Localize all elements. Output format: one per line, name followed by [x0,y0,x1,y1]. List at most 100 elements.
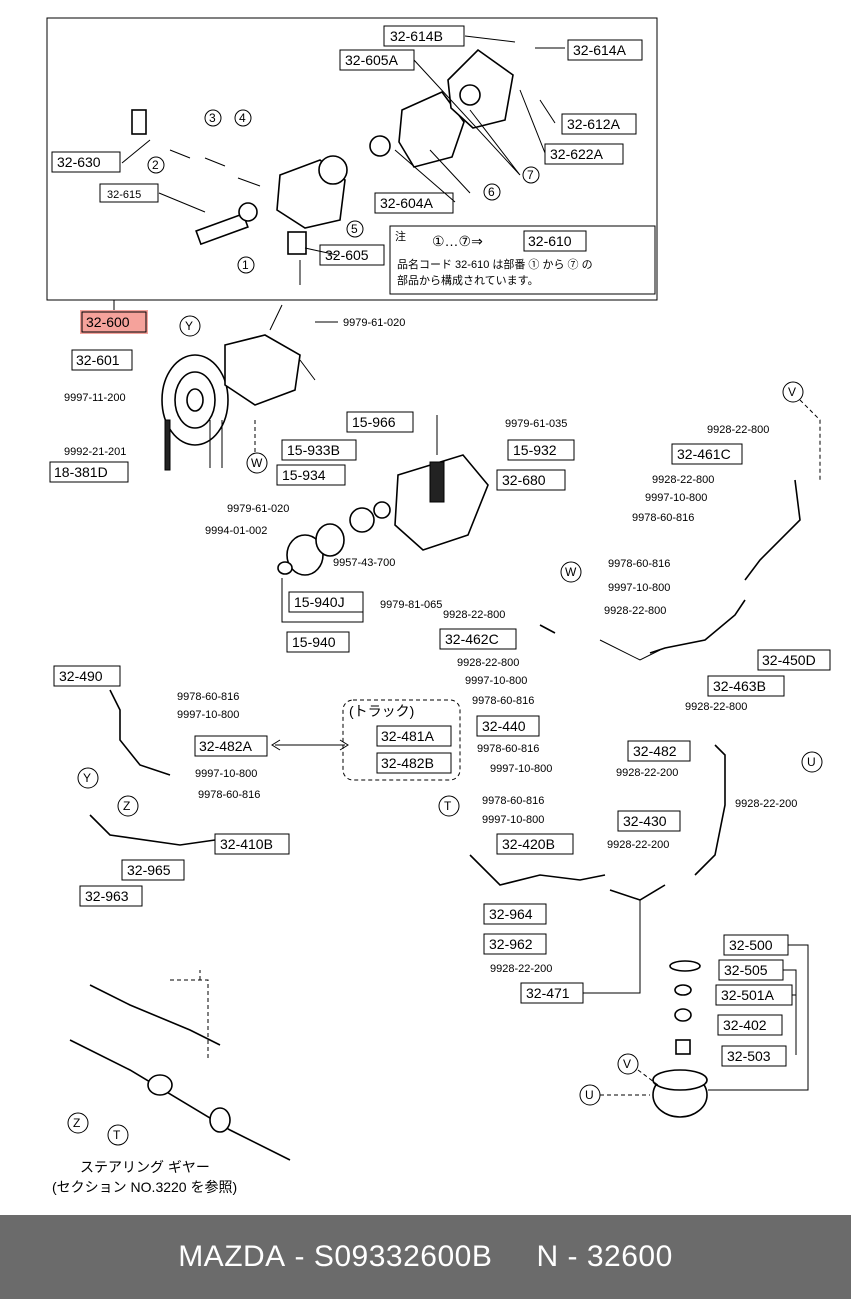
gear-label-1: ステアリング ギヤー [80,1159,210,1175]
footer-brand: MAZDA [178,1240,286,1273]
svg-text:15-940J: 15-940J [294,594,345,610]
svg-text:9997-10-800: 9997-10-800 [465,675,527,687]
svg-text:Z: Z [123,799,130,813]
svg-text:9928-22-800: 9928-22-800 [457,657,519,669]
svg-text:9979-81-065: 9979-81-065 [380,599,442,611]
svg-text:32-462C: 32-462C [445,631,499,647]
svg-text:9992-21-201: 9992-21-201 [64,446,126,458]
note-range: ①…⑦⇒ [432,233,483,249]
svg-text:9928-22-200: 9928-22-200 [616,767,678,779]
svg-text:U: U [807,755,816,769]
svg-text:6: 6 [488,185,495,199]
footer-ref: N - 32600 [536,1240,673,1273]
svg-text:32-612A: 32-612A [567,116,621,132]
pump-pulley-group: Y W [161,304,316,474]
leader-lines-top [121,35,565,256]
svg-text:V: V [788,385,796,399]
svg-text:W: W [565,565,577,579]
svg-text:9928-22-800: 9928-22-800 [604,605,666,617]
truck-label: (トラック) [349,703,414,719]
note-ref: 32-610 [528,233,572,249]
svg-text:15-933B: 15-933B [287,442,340,458]
svg-text:32-615: 32-615 [107,189,141,201]
svg-text:32-440: 32-440 [482,718,526,734]
parts-diagram: 注 ①…⑦⇒ 32-610 品名コード 32-610 は部番 ① から ⑦ の … [46,17,831,1195]
footer-separator: - [285,1240,314,1273]
svg-text:Z: Z [73,1116,80,1130]
bracket-group [277,415,489,576]
svg-text:9928-22-200: 9928-22-200 [490,963,552,975]
svg-text:32-614A: 32-614A [573,42,627,58]
svg-text:15-966: 15-966 [352,414,396,430]
note-box [389,225,656,295]
svg-text:32-965: 32-965 [127,862,171,878]
svg-text:2: 2 [152,158,159,172]
svg-text:9928-22-200: 9928-22-200 [607,839,669,851]
svg-text:1: 1 [242,258,249,272]
svg-text:32-430: 32-430 [623,813,667,829]
svg-text:9978-60-816: 9978-60-816 [177,691,239,703]
svg-text:32-605: 32-605 [325,247,369,263]
svg-text:32-482B: 32-482B [381,755,434,771]
svg-text:15-932: 15-932 [513,442,557,458]
svg-text:32-680: 32-680 [502,472,546,488]
truck-box [342,699,461,781]
note-line2: 部品から構成されています。 [397,273,539,287]
svg-text:32-463B: 32-463B [713,678,766,694]
svg-text:9978-60-816: 9978-60-816 [608,558,670,570]
svg-text:32-501A: 32-501A [721,987,775,1003]
svg-text:32-450D: 32-450D [762,652,816,668]
svg-text:9957-43-700: 9957-43-700 [333,557,395,569]
note-line1: 品名コード 32-610 は部番 ① から ⑦ の [397,257,593,271]
svg-text:9997-10-800: 9997-10-800 [645,492,707,504]
svg-text:9997-10-800: 9997-10-800 [490,763,552,775]
svg-text:U: U [585,1088,594,1102]
highlight-32-600[interactable] [80,310,148,334]
reservoir-group [652,960,708,1118]
steering-gear-group [69,970,291,1161]
svg-text:32-420B: 32-420B [502,836,555,852]
svg-text:9978-60-816: 9978-60-816 [477,743,539,755]
svg-text:32-503: 32-503 [727,1048,771,1064]
svg-text:32-604A: 32-604A [380,195,434,211]
svg-text:32-490: 32-490 [59,668,103,684]
note-title: 注 [395,229,406,243]
svg-text:9928-22-800: 9928-22-800 [685,701,747,713]
svg-text:9978-60-816: 9978-60-816 [482,795,544,807]
svg-text:32-482A: 32-482A [199,738,253,754]
label-32-600[interactable]: 32-600 [86,314,130,330]
svg-text:32-962: 32-962 [489,936,533,952]
svg-text:Y: Y [185,319,193,333]
svg-text:9997-11-200: 9997-11-200 [64,392,126,404]
svg-text:3: 3 [209,111,216,125]
svg-text:32-471: 32-471 [526,985,570,1001]
svg-text:9997-10-800: 9997-10-800 [482,814,544,826]
svg-text:9979-61-020: 9979-61-020 [227,503,289,515]
svg-text:15-940: 15-940 [292,634,336,650]
svg-text:9928-22-800: 9928-22-800 [443,609,505,621]
svg-text:9928-22-200: 9928-22-200 [735,798,797,810]
footer-bar: MAZDA - S09332600B N - 32600 [0,1215,851,1299]
svg-text:9997-10-800: 9997-10-800 [177,709,239,721]
svg-text:18-381D: 18-381D [54,464,108,480]
svg-text:32-482: 32-482 [633,743,677,759]
svg-text:T: T [113,1128,121,1142]
svg-text:9978-60-816: 9978-60-816 [632,512,694,524]
svg-text:9979-61-035: 9979-61-035 [505,418,567,430]
svg-text:9978-60-816: 9978-60-816 [472,695,534,707]
svg-text:32-500: 32-500 [729,937,773,953]
svg-text:9928-22-800: 9928-22-800 [707,424,769,436]
svg-text:32-410B: 32-410B [220,836,273,852]
svg-text:9997-10-800: 9997-10-800 [608,582,670,594]
svg-text:7: 7 [527,168,534,182]
svg-text:V: V [623,1057,631,1071]
svg-text:9978-60-816: 9978-60-816 [198,789,260,801]
svg-text:15-934: 15-934 [282,467,326,483]
right-hoses: V [539,381,821,661]
top-labels: 32-614B 32-614A 32-605A 32-612A 32-622A … [51,25,643,274]
svg-text:4: 4 [239,111,246,125]
svg-text:32-622A: 32-622A [550,146,604,162]
svg-text:32-605A: 32-605A [345,52,399,68]
svg-text:T: T [444,799,452,813]
svg-text:9997-10-800: 9997-10-800 [195,768,257,780]
